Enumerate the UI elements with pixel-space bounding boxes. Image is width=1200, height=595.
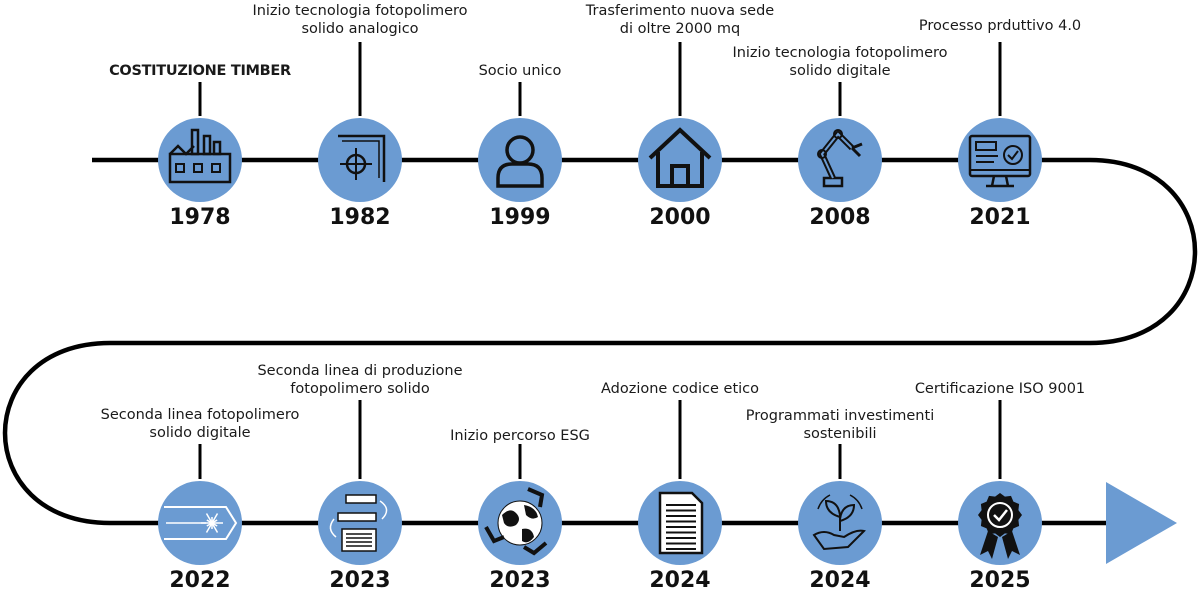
milestone-node [798,118,882,202]
monitor-check-icon [968,134,1032,188]
milestone-label: Seconda linea di produzione fotopolimero… [257,363,463,397]
milestone-label: COSTITUZIONE TIMBER [109,63,291,79]
crosshair-corner-icon [338,134,386,182]
milestone-year: 2008 [809,205,871,230]
milestone-label: Certificazione ISO 9001 [914,381,1086,397]
milestone-node [958,118,1042,202]
milestone-year: 2023 [489,568,551,593]
milestone-label: Inizio tecnologia fotopolimero solido an… [252,3,468,37]
laser-icon [164,506,238,540]
milestone-node [318,481,402,565]
milestone-year: 2021 [969,205,1031,230]
milestone-label: Inizio tecnologia fotopolimero solido di… [732,45,948,79]
milestone-year: 2023 [329,568,391,593]
house-icon [648,127,712,188]
production-line-icon [329,494,388,552]
milestone-year: 1978 [169,205,231,230]
milestone-node [478,118,562,202]
milestone-label: Socio unico [478,63,562,79]
milestone-year: 2024 [809,568,871,593]
milestone-year: 2022 [169,568,231,593]
timeline-track [2,157,1198,526]
end-arrow-icon [1106,482,1177,564]
milestone-label: Adozione codice etico [600,381,760,397]
milestone-label: Seconda linea fotopolimero solido digita… [100,407,300,441]
milestone-year: 2000 [649,205,711,230]
certificate-badge-icon [978,493,1022,559]
milestone-label: Programmati investimenti sostenibili [745,408,935,442]
milestone-year: 2025 [969,568,1031,593]
milestone-label: Inizio percorso ESG [450,428,590,444]
factory-icon [168,128,232,184]
milestone-label: Processo prduttivo 4.0 [918,18,1082,34]
user-icon [496,135,544,188]
milestone-year: 1999 [489,205,551,230]
milestone-node [318,118,402,202]
document-icon [658,491,704,555]
milestone-year: 1982 [329,205,391,230]
recycle-globe-icon [484,487,548,556]
milestone-label: Trasferimento nuova sede di oltre 2000 m… [585,3,775,37]
robot-arm-icon [817,129,863,188]
milestone-year: 2024 [649,568,711,593]
plant-hand-icon [812,494,866,551]
